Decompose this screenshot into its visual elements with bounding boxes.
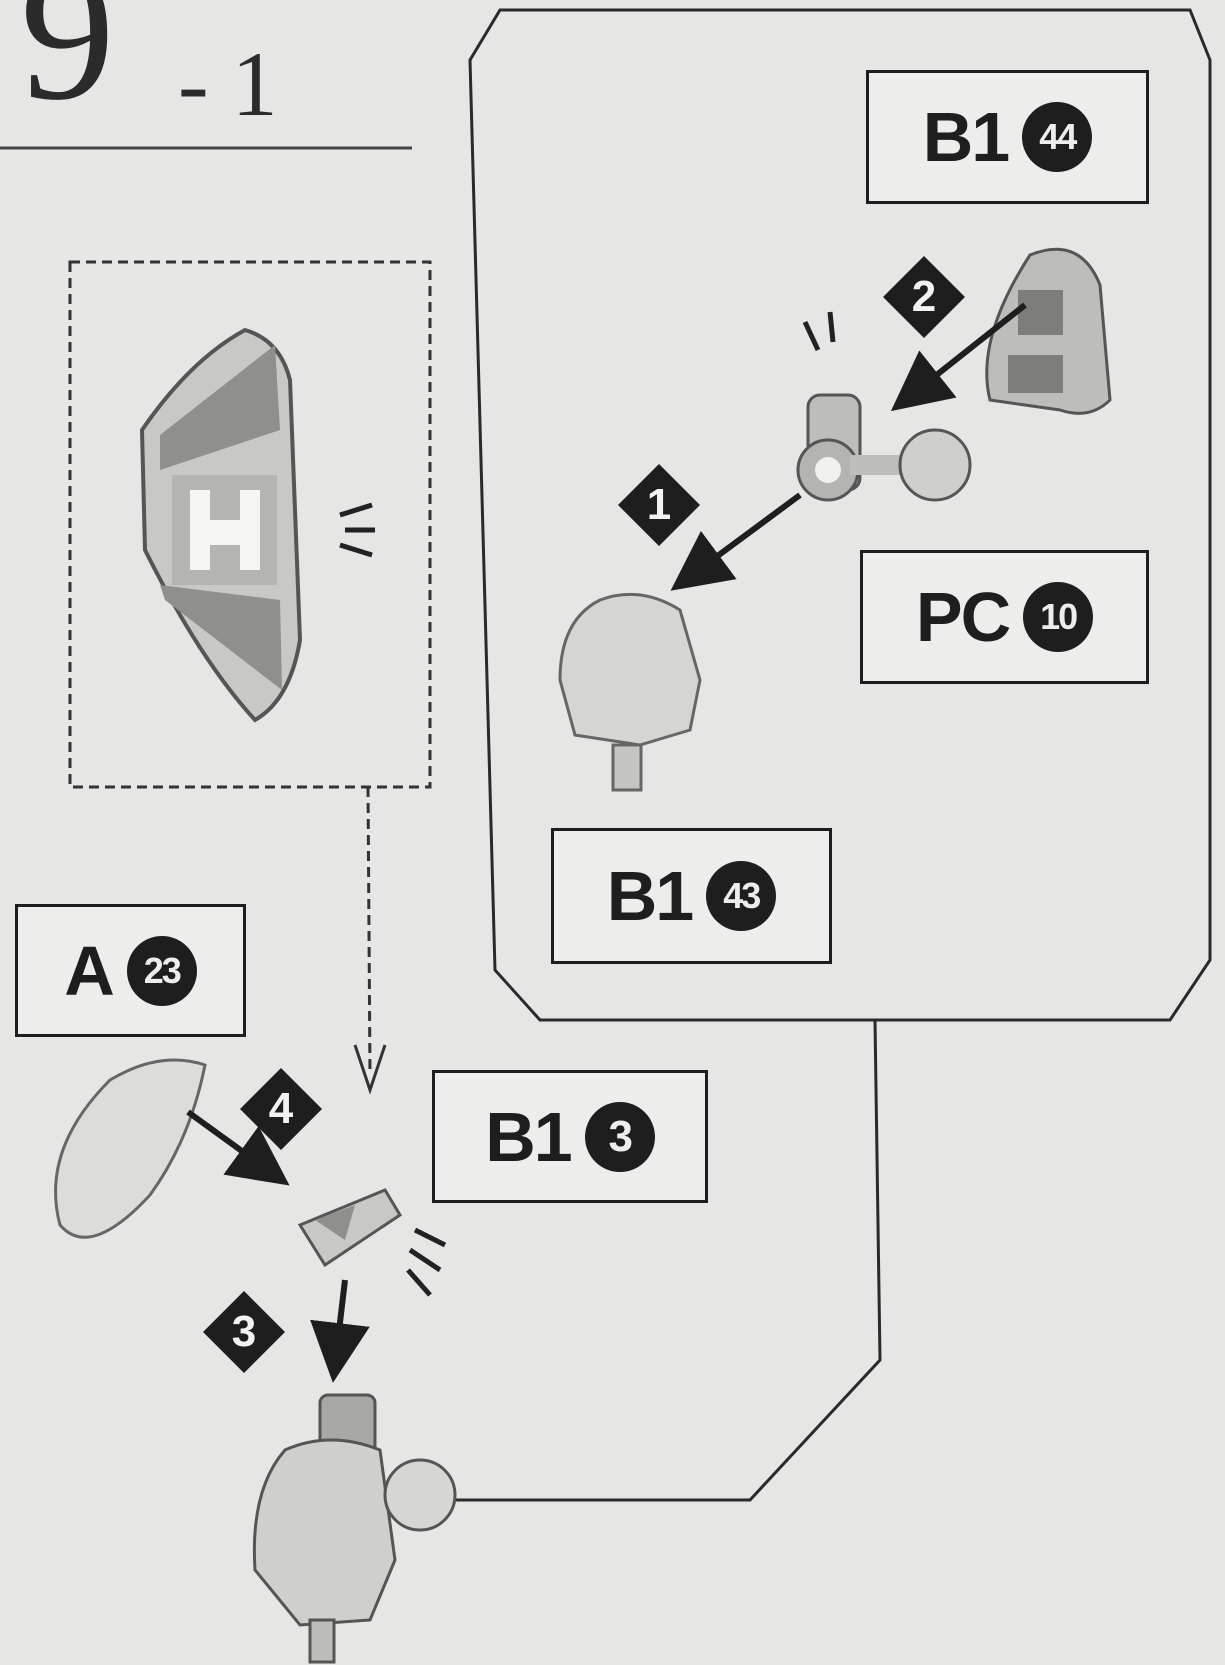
detail-pointer-line <box>366 786 372 1076</box>
arrow-step-4 <box>186 1109 290 1186</box>
arrow-step-3 <box>310 1279 370 1383</box>
order-marker-1: 1 <box>617 463 701 547</box>
detail-part <box>139 327 303 723</box>
step-sub-number: - 1 <box>178 33 278 135</box>
part-b1-43 <box>558 592 702 792</box>
arrow-step-2 <box>890 302 1027 412</box>
arrow-step-1 <box>670 492 802 591</box>
connector-line <box>440 1019 882 1502</box>
detail-pointer-head <box>353 1044 387 1095</box>
b1-3-click-marks <box>406 1227 447 1297</box>
pc-click-marks <box>802 311 836 352</box>
detail-click-marks <box>339 502 375 558</box>
subassembly-panel <box>468 8 1212 1022</box>
part-b1-3 <box>297 1188 403 1268</box>
order-marker-4: 4 <box>239 1067 323 1151</box>
part-a-23 <box>54 1058 207 1239</box>
final-assembly <box>252 1393 457 1664</box>
order-marker-2: 2 <box>882 255 966 339</box>
detail-box <box>68 260 432 789</box>
order-marker-3: 3 <box>202 1290 286 1374</box>
part-pc-10 <box>796 393 972 502</box>
step-number: 9 <box>20 0 115 140</box>
